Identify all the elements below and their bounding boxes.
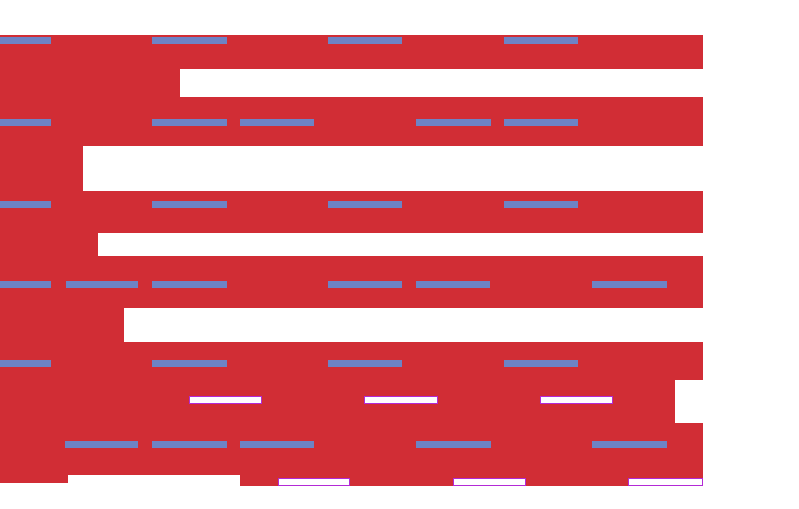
- link-underline-bar[interactable]: [504, 37, 578, 44]
- link-underline-bar[interactable]: [328, 37, 402, 44]
- highlighted-link-bar[interactable]: [628, 478, 703, 486]
- page-gap: [83, 146, 703, 191]
- link-underline-bar[interactable]: [240, 119, 314, 126]
- link-underline-bar[interactable]: [65, 441, 138, 448]
- page-gap: [68, 475, 240, 486]
- link-underline-bar[interactable]: [504, 201, 578, 208]
- link-underline-bar[interactable]: [0, 119, 51, 126]
- link-underline-bar[interactable]: [152, 119, 227, 126]
- highlighted-link-bar[interactable]: [189, 396, 262, 404]
- link-underline-bar[interactable]: [504, 119, 578, 126]
- link-underline-bar[interactable]: [0, 37, 51, 44]
- page-gap: [180, 69, 703, 97]
- link-underline-bar[interactable]: [152, 37, 227, 44]
- link-underline-bar[interactable]: [416, 441, 491, 448]
- link-underline-bar[interactable]: [0, 201, 51, 208]
- page-gap: [0, 483, 68, 486]
- highlighted-link-bar[interactable]: [453, 478, 526, 486]
- link-underline-bar[interactable]: [592, 441, 667, 448]
- link-underline-bar[interactable]: [152, 441, 227, 448]
- page-gap: [98, 233, 703, 256]
- link-underline-bar[interactable]: [66, 281, 138, 288]
- link-underline-bar[interactable]: [328, 281, 402, 288]
- link-underline-bar[interactable]: [0, 281, 51, 288]
- link-underline-bar[interactable]: [328, 201, 402, 208]
- link-underline-bar[interactable]: [416, 119, 491, 126]
- link-underline-bar[interactable]: [416, 281, 490, 288]
- link-underline-bar[interactable]: [152, 201, 227, 208]
- highlighted-link-bar[interactable]: [278, 478, 350, 486]
- page-gap: [675, 380, 703, 423]
- link-underline-bar[interactable]: [152, 360, 227, 367]
- link-underline-bar[interactable]: [328, 360, 402, 367]
- link-underline-bar[interactable]: [592, 281, 667, 288]
- page-gap: [124, 308, 703, 342]
- link-underline-bar[interactable]: [504, 360, 578, 367]
- redacted-text-block: [0, 35, 703, 486]
- highlighted-link-bar[interactable]: [540, 396, 613, 404]
- highlighted-link-bar[interactable]: [364, 396, 438, 404]
- link-underline-bar[interactable]: [240, 441, 314, 448]
- link-underline-bar[interactable]: [152, 281, 227, 288]
- link-underline-bar[interactable]: [0, 360, 51, 367]
